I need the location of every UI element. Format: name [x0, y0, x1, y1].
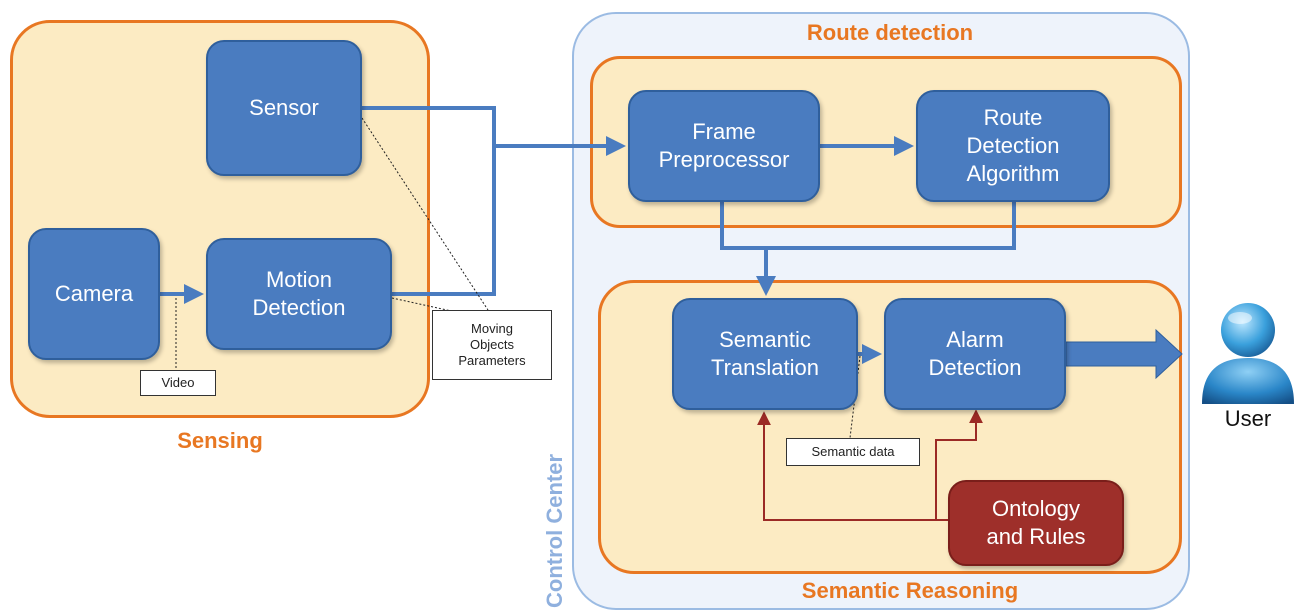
camera-node: Camera	[28, 228, 160, 360]
semantic-data-callout: Semantic data	[786, 438, 920, 466]
ontology-and-rules-node: Ontology and Rules	[948, 480, 1124, 566]
frame-preprocessor-node: Frame Preprocessor	[628, 90, 820, 202]
sensing-title: Sensing	[177, 428, 263, 453]
moving-objects-callout: Moving Objects Parameters	[432, 310, 552, 380]
user-icon	[1202, 303, 1294, 404]
semantic-translation-node: Semantic Translation	[672, 298, 858, 410]
route-detection-algorithm-node: Route Detection Algorithm	[916, 90, 1110, 202]
route-detection-title: Route detection	[806, 20, 974, 45]
user-label: User	[1224, 406, 1272, 431]
alarm-detection-node: Alarm Detection	[884, 298, 1066, 410]
video-callout: Video	[140, 370, 216, 396]
sensor-node: Sensor	[206, 40, 362, 176]
semantic-reasoning-title: Semantic Reasoning	[801, 578, 1019, 603]
motion-detection-node: Motion Detection	[206, 238, 392, 350]
control-center-label: Control Center	[542, 454, 567, 608]
